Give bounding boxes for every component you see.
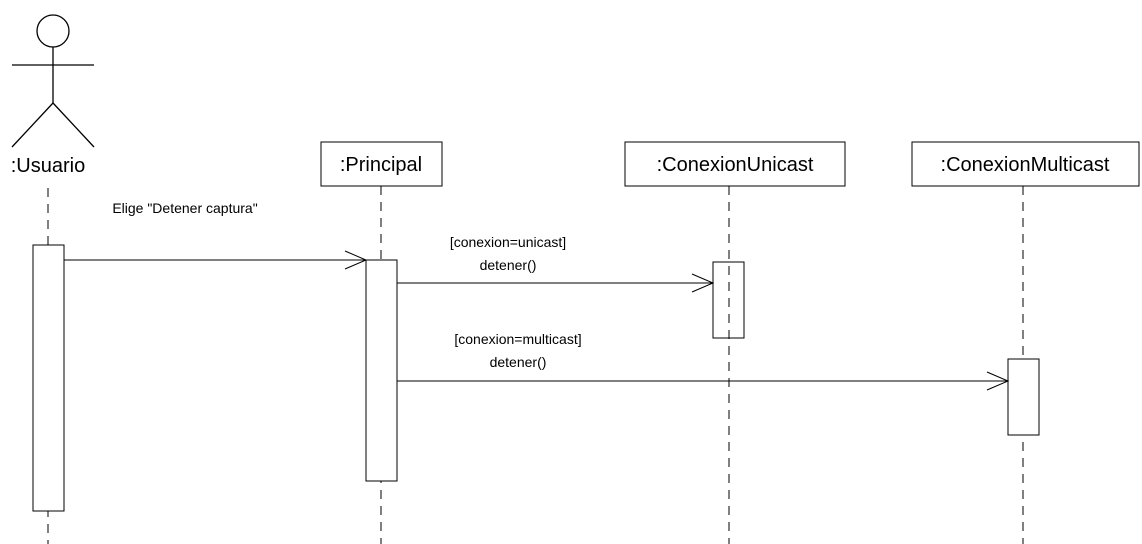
participant-box-conexion-unicast	[624, 141, 846, 187]
activation-conexion-multicast	[1007, 358, 1040, 436]
arrowhead-icon	[344, 250, 368, 270]
actor-label: :Usuario	[11, 155, 85, 177]
participant-conexion-unicast: :ConexionUnicast	[624, 141, 846, 544]
message-label: Elige "Detener captura"	[112, 200, 257, 216]
message-guard: [conexion=unicast]	[450, 234, 566, 250]
stick-figure-icon	[11, 14, 95, 148]
actor-usuario: :Usuario	[11, 14, 95, 544]
message-label: detener()	[490, 354, 547, 370]
message-guard: [conexion=multicast]	[454, 331, 581, 347]
participant-box-principal	[320, 141, 443, 187]
arrowhead-icon	[691, 273, 715, 293]
participant-label-principal: :Principal	[340, 154, 422, 176]
message-detener-multicast: [conexion=multicast] detener()	[397, 331, 1010, 391]
message-label: detener()	[480, 257, 537, 273]
participant-label-conexion-unicast: :ConexionUnicast	[657, 154, 814, 176]
participant-box-conexion-multicast	[911, 141, 1140, 187]
arrowhead-icon	[986, 371, 1010, 391]
message-detener-unicast: [conexion=unicast] detener()	[397, 234, 715, 293]
participant-conexion-multicast: :ConexionMulticast	[911, 141, 1140, 544]
message-elige-detener-captura: Elige "Detener captura"	[64, 200, 368, 270]
activation-conexion-unicast	[712, 261, 745, 339]
participant-label-conexion-multicast: :ConexionMulticast	[941, 154, 1110, 176]
participant-principal: :Principal	[320, 141, 443, 544]
activation-principal	[365, 259, 398, 482]
activation-usuario	[32, 244, 65, 512]
